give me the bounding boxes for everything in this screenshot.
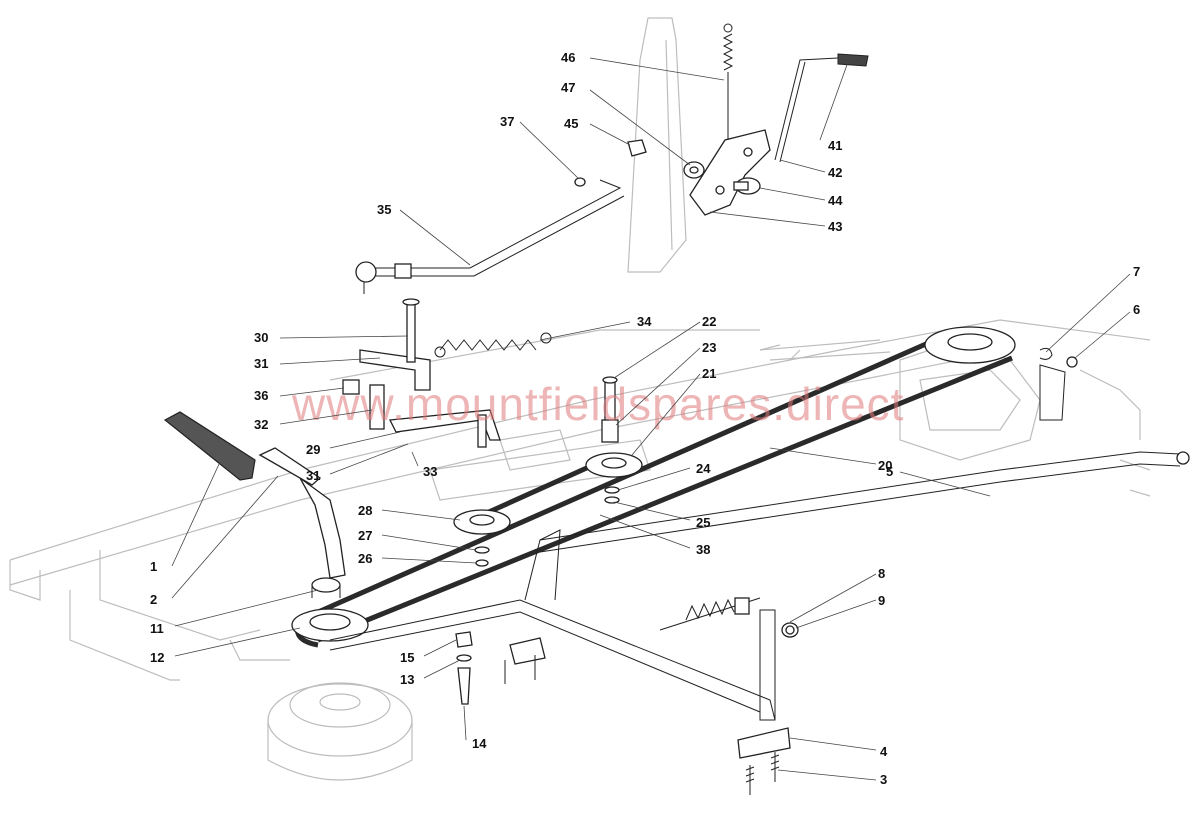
callout-2: 2 — [150, 592, 157, 607]
pin-14 — [455, 631, 473, 705]
callout-8: 8 — [878, 566, 885, 581]
callout-1: 1 — [150, 559, 157, 574]
clip-4 — [737, 727, 791, 759]
callout-14: 14 — [472, 736, 487, 751]
callout-24: 24 — [696, 461, 711, 476]
callout-15: 15 — [400, 650, 414, 665]
callout-41: 41 — [828, 138, 842, 153]
callout-29: 29 — [306, 442, 320, 457]
callout-layer: 46 47 37 45 35 41 42 44 43 34 22 23 21 7… — [150, 50, 1140, 787]
bracket-30 — [359, 298, 431, 391]
callout-47: 47 — [561, 80, 575, 95]
callout-42: 42 — [828, 165, 842, 180]
rod-35 — [355, 177, 625, 294]
callout-34: 34 — [637, 314, 652, 329]
idler-pulley-21 — [585, 452, 643, 504]
clip-7 — [1039, 347, 1053, 360]
cross-bar — [329, 529, 776, 721]
plate-43 — [689, 129, 771, 216]
chassis-ghost — [9, 17, 1151, 781]
callout-26: 26 — [358, 551, 372, 566]
callout-32: 32 — [254, 417, 268, 432]
washer-47 — [683, 161, 705, 179]
lever-29 — [388, 409, 501, 448]
spring-assembly — [659, 597, 799, 638]
callout-25: 25 — [696, 515, 710, 530]
callout-33: 33 — [423, 464, 437, 479]
callout-37: 37 — [500, 114, 514, 129]
pedal-arm — [258, 447, 346, 579]
callout-3: 3 — [880, 772, 887, 787]
callout-5: 5 — [886, 464, 893, 479]
clip-bracket — [504, 637, 546, 684]
callout-13: 13 — [400, 672, 414, 687]
transmission-pulley — [924, 326, 1016, 364]
callout-12: 12 — [150, 650, 164, 665]
bracket-transmission — [1039, 364, 1066, 421]
callout-4: 4 — [880, 744, 888, 759]
knob-44 — [733, 177, 761, 195]
callout-46: 46 — [561, 50, 575, 65]
lever-41 — [774, 53, 869, 163]
control-rod-5 — [539, 451, 1190, 553]
callout-20: 20 — [878, 458, 892, 473]
screws-3 — [745, 752, 780, 795]
callout-31-lower: 31 — [306, 468, 320, 483]
callout-23: 23 — [702, 340, 716, 355]
washer-6 — [1066, 356, 1078, 368]
bolt-22 — [601, 376, 619, 443]
callout-35: 35 — [377, 202, 391, 217]
pulley-spacer — [311, 577, 341, 598]
spring-34 — [434, 332, 552, 358]
callout-38: 38 — [696, 542, 710, 557]
nut-45 — [627, 139, 647, 157]
bushes-32 — [342, 379, 385, 430]
callout-9: 9 — [878, 593, 885, 608]
callout-6: 6 — [1133, 302, 1140, 317]
callout-21: 21 — [702, 366, 716, 381]
callout-11: 11 — [150, 621, 164, 636]
pulley-main — [291, 608, 369, 642]
spring-46 — [722, 23, 734, 140]
callout-31-upper: 31 — [254, 356, 268, 371]
callout-28: 28 — [358, 503, 372, 518]
callout-22: 22 — [702, 314, 716, 329]
pedal-pad — [163, 411, 256, 481]
callout-43: 43 — [828, 219, 842, 234]
callout-45: 45 — [564, 116, 578, 131]
watermark-text: www.mountfieldspares.direct — [291, 378, 904, 430]
callout-30: 30 — [254, 330, 268, 345]
callout-36: 36 — [254, 388, 268, 403]
callout-27: 27 — [358, 528, 372, 543]
callout-44: 44 — [828, 193, 843, 208]
callout-7: 7 — [1133, 264, 1140, 279]
